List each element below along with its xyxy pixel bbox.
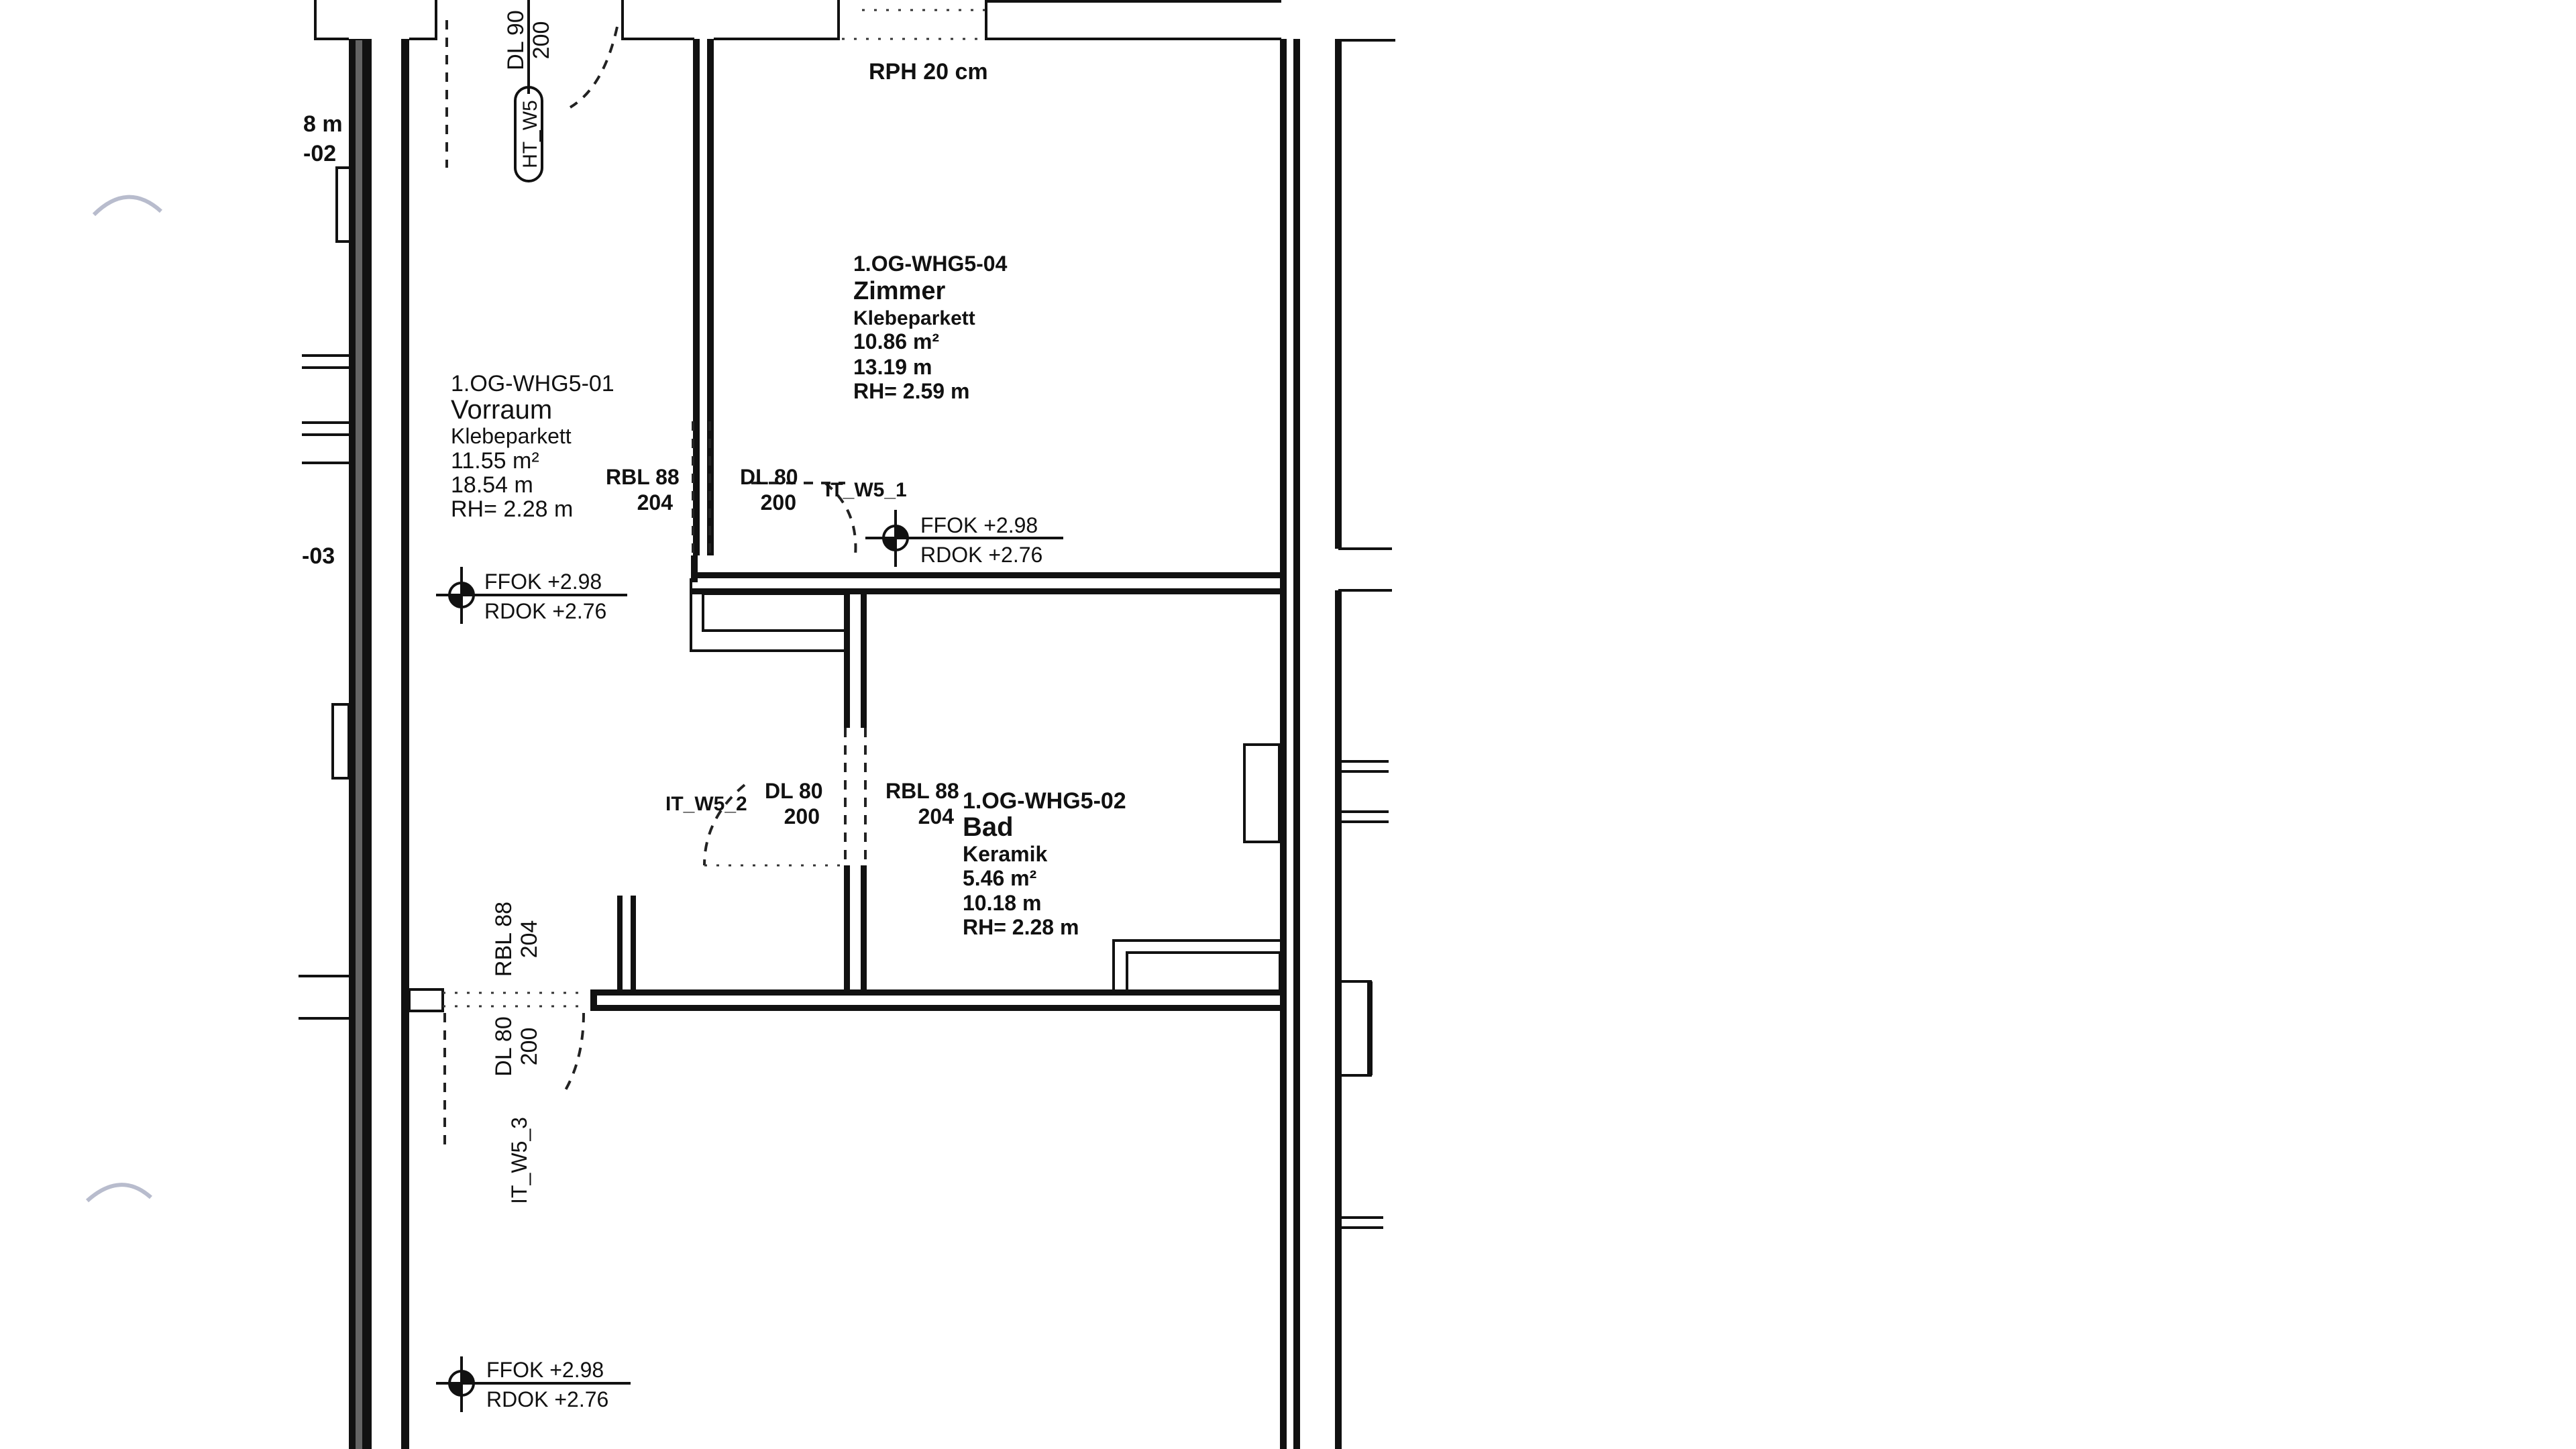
rbl-height: 204 — [517, 920, 542, 959]
door-tag: IT_W5_2 — [665, 793, 747, 815]
door-width: DL 80 — [491, 1016, 517, 1076]
room-height: RH= 2.28 m — [963, 915, 1079, 939]
door-size-dl90: DL 90 200 — [503, 10, 554, 70]
rph-note: RPH 20 cm — [869, 59, 988, 85]
room-area: 5.46 m² — [963, 866, 1036, 890]
rbl-size-it-w5-3: RBL 88 204 — [491, 902, 542, 977]
door-tag: IT_W5_1 — [825, 479, 907, 501]
door-width: DL 80 — [740, 465, 798, 489]
binder-hole-mark — [85, 1183, 152, 1203]
edge-note: -03 — [302, 543, 335, 569]
room-area: 10.86 m² — [853, 329, 939, 354]
door-height: 200 — [761, 490, 796, 515]
level-marker: FFOK +2.98 RDOK +2.76 — [865, 510, 1063, 567]
room-label-zimmer: 1.OG-WHG5-04 Zimmer Klebeparkett 10.86 m… — [853, 252, 1008, 403]
rdok-level: RDOK +2.76 — [486, 1387, 608, 1411]
door-height: 200 — [529, 21, 554, 60]
room-floor: Keramik — [963, 842, 1048, 866]
ffok-level: FFOK +2.98 — [486, 1358, 604, 1382]
room-height: RH= 2.28 m — [451, 496, 573, 522]
rdok-level: RDOK +2.76 — [920, 543, 1042, 567]
rbl-height: 204 — [918, 804, 955, 828]
top-walls — [621, 0, 1395, 1449]
rbl-height: 204 — [637, 490, 674, 515]
room-area: 11.55 m² — [451, 448, 539, 474]
door-tag: IT_W5_3 — [507, 1117, 531, 1204]
room-name: Bad — [963, 812, 1014, 842]
rbl-width: RBL 88 — [885, 779, 959, 803]
rbl-width: RBL 88 — [491, 902, 517, 977]
level-marker: FFOK +2.98 RDOK +2.76 — [436, 1356, 631, 1412]
room-name: Zimmer — [853, 277, 945, 305]
door-height: 200 — [784, 804, 820, 828]
interior-walls — [408, 0, 1281, 1147]
left-exterior-wall — [299, 0, 437, 1449]
door-size-it-w5-3: DL 80 200 — [491, 1016, 542, 1076]
door-width: DL 90 — [503, 10, 529, 70]
room-height: RH= 2.59 m — [853, 379, 969, 403]
binder-hole-mark — [92, 195, 163, 217]
edge-note: -02 — [303, 141, 336, 166]
room-id: 1.OG-WHG5-02 — [963, 788, 1126, 814]
door-height: 200 — [517, 1028, 542, 1066]
door-width: DL 80 — [765, 779, 823, 803]
room-floor: Klebeparkett — [853, 307, 975, 329]
door-tag-ht-w5: HT_W5 — [514, 86, 543, 182]
room-label-vorraum: 1.OG-WHG5-01 Vorraum Klebeparkett 11.55 … — [451, 371, 614, 522]
rbl-width: RBL 88 — [606, 465, 680, 489]
room-floor: Klebeparkett — [451, 424, 572, 448]
room-label-bad: 1.OG-WHG5-02 Bad Keramik 5.46 m² 10.18 m… — [963, 788, 1126, 939]
room-perimeter: 10.18 m — [963, 891, 1041, 915]
ffok-level: FFOK +2.98 — [484, 570, 602, 594]
room-perimeter: 18.54 m — [451, 472, 533, 498]
room-name: Vorraum — [451, 395, 552, 425]
room-perimeter: 13.19 m — [853, 355, 932, 379]
room-id: 1.OG-WHG5-01 — [451, 371, 614, 396]
door-tag-it-w5-3: IT_W5_3 — [507, 1117, 531, 1204]
level-marker: FFOK +2.98 RDOK +2.76 — [436, 567, 627, 624]
door-tag: HT_W5 — [519, 100, 541, 168]
room-id: 1.OG-WHG5-04 — [853, 252, 1008, 276]
rdok-level: RDOK +2.76 — [484, 599, 606, 623]
edge-note: 8 m — [303, 111, 343, 137]
ffok-level: FFOK +2.98 — [920, 513, 1038, 537]
